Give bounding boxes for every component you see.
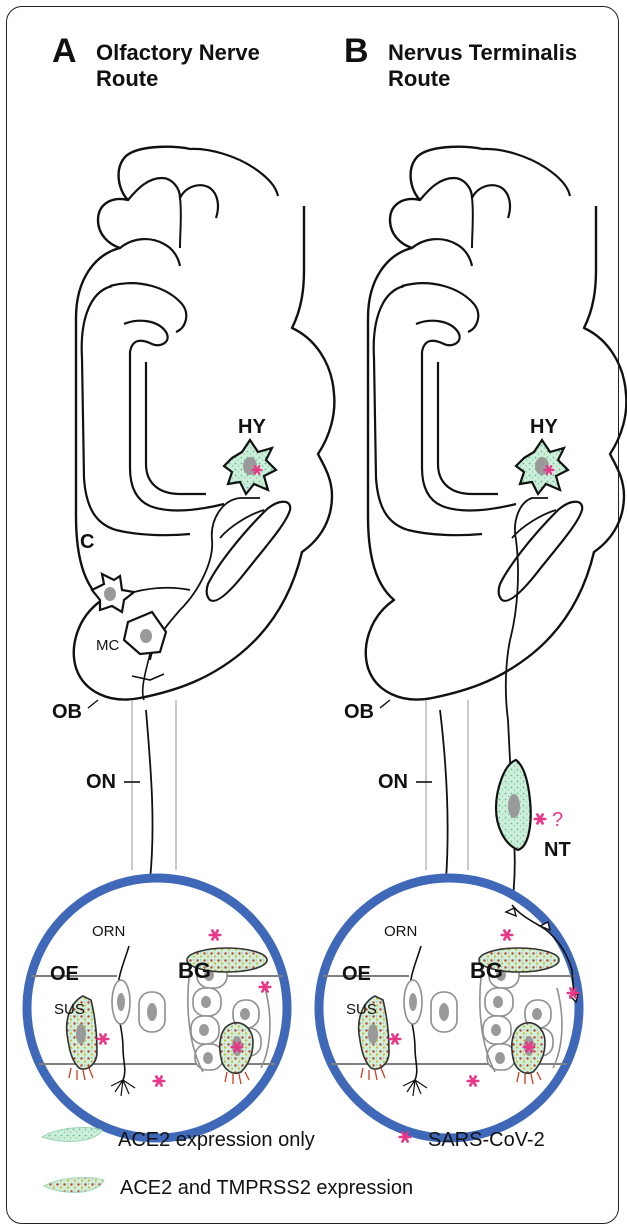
panel-a-label-ob: OB [52,701,82,723]
legend: ACE2 expression only SARS-CoV-2 ACE2 and… [42,1128,545,1199]
panel-a-c-nucleus [104,587,116,601]
panel-a-label-c: C [80,531,94,553]
panel-a-hy-axon [150,498,260,660]
legend-label-sars: SARS-CoV-2 [428,1129,545,1151]
panel-a-label-mc: MC [96,637,119,654]
panel-a-label-oe: OE [50,963,79,985]
panel-a-mc-nucleus [140,629,152,643]
panel-a-label-on: ON [86,771,116,793]
legend-label-ace2-tmprss2: ACE2 and TMPRSS2 expression [120,1177,413,1199]
panel-b-label-orn: ORN [384,923,417,940]
legend-swatch-ace2 [42,1128,102,1142]
panel-b-ob-pointer [380,700,390,708]
panel-b-label-ob: OB [344,701,374,723]
panel-a-on-sheath [132,700,176,870]
panel-a-c-axon [134,588,190,592]
panel-b-brain [366,147,627,700]
panel-a-brain [74,147,335,700]
panel-b-label-oe: OE [342,963,371,985]
panel-b-label-question: ? [552,809,563,831]
panel-b-hy-axon [506,498,548,720]
panel-b-nt-nucleus [508,794,520,818]
legend-swatch-ace2-tmprss2 [44,1178,104,1193]
panel-b-label-hy: HY [530,416,558,438]
panel-a-label-bg: BG [178,958,211,983]
panel-a-ob-pointer [88,700,98,708]
panel-b-label-sus: SUS [346,1001,377,1018]
panel-b-label-bg: BG [470,958,503,983]
panel-b-label-nt: NT [544,839,571,861]
panel-b-label-on: ON [378,771,408,793]
panel-a-label-orn: ORN [92,923,125,940]
virus-b-nt [535,814,546,823]
panel-a-label-hy: HY [238,416,266,438]
panel-a-label-sus: SUS [54,1001,85,1018]
legend-label-ace2: ACE2 expression only [118,1129,315,1151]
